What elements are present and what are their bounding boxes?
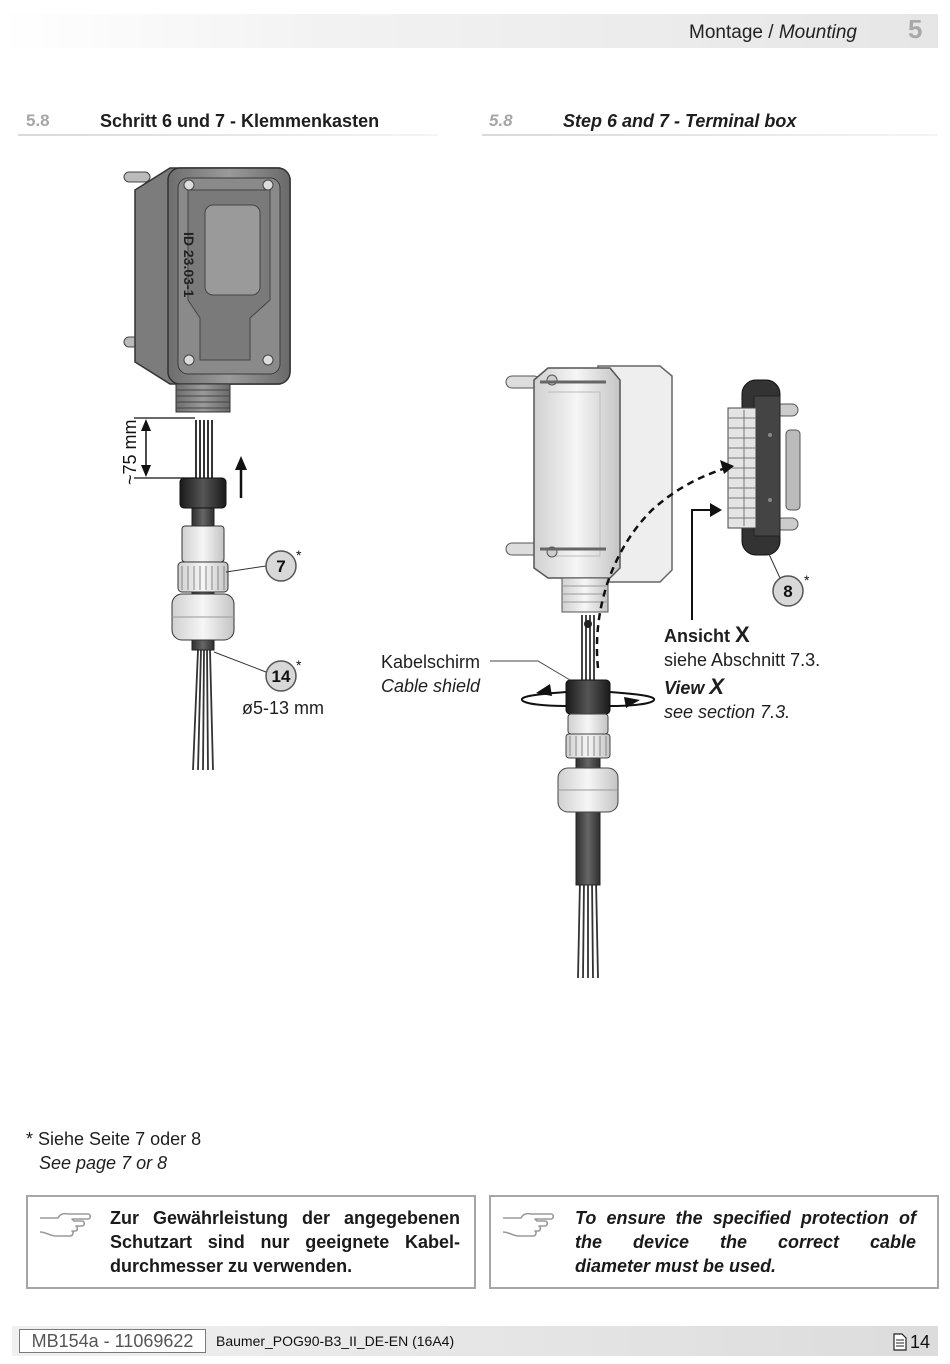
callout-7: 7 * [225,547,302,582]
section-title-en: Step 6 and 7 - Terminal box [563,111,797,131]
strip-length-dimension: ~75 mm [120,417,195,485]
cable-shield-label-en: Cable shield [381,676,481,696]
note-text-en: To ensure the specified protection of th… [575,1206,916,1278]
shield-leader-line [490,660,571,681]
callout-7-label: 7 [276,557,285,576]
note-en-line-2: the device the correct cable [575,1232,916,1252]
footnote-en: See page 7 or 8 [39,1153,168,1173]
callout-14-label: 14 [272,667,291,686]
pointing-hand-icon [39,1212,92,1237]
note-box-en [489,1195,939,1289]
diameter-label: ø5-13 mm [242,698,325,718]
section-title-de: Schritt 6 und 7 - Klemmenkasten [100,111,380,131]
section-rule-de [18,134,438,136]
callout-14: 14 * [213,651,302,692]
note-en-line-1: To ensure the specified protection of [575,1208,916,1228]
cable-assembly-right [521,615,655,979]
direction-arrow-icon [235,456,247,498]
terminal-strip-view [727,379,801,556]
cable-shield-label-de: Kabelschirm [381,652,481,672]
section-rule-en [482,134,938,136]
terminal-housing-right [505,365,673,613]
document-id: MB154a - 11069622 [19,1329,206,1353]
note-de-line-1: Zur Gewährleistung der angegebenen [110,1208,460,1228]
terminal-housing-left: ID 23.03-1 [123,167,291,413]
view-x-label-de: Ansicht X [664,622,750,647]
view-x-pointer [691,509,712,620]
terminal-box-illustration: ID 23.03-1 ~75 mm 7 * 14 * [120,167,810,979]
callout-14-asterisk: * [296,657,302,673]
housing-marking: ID 23.03-1 [181,232,197,298]
document-name: Baumer_POG90-B3_II_DE-EN (16A4) [216,1333,455,1349]
header-title: Montage / Mounting [689,22,857,43]
view-x-label-en: View X [664,674,725,699]
note-de-line-2: Schutzart sind nur geeignete Kabel- [110,1232,460,1252]
note-text-de: Zur Gewährleistung der angegebenen Schut… [110,1206,460,1278]
cable-assembly-left [171,420,235,771]
header-bar [0,14,938,48]
note-de-line-3: durchmesser zu verwenden. [110,1256,353,1276]
callout-7-asterisk: * [296,547,302,563]
footnote-de: * Siehe Seite 7 oder 8 [26,1129,202,1149]
section-number-de: 5.8 [26,111,50,130]
view-arrow-dashed [595,466,727,669]
page-number: 14 [910,1332,931,1352]
view-x-reference-de: siehe Abschnitt 7.3. [664,650,821,670]
callout-8-asterisk: * [804,572,810,588]
strip-length-label: ~75 mm [120,419,140,485]
callout-8: 8 * [767,551,810,607]
chapter-number: 5 [908,14,923,44]
section-number-en: 5.8 [489,111,513,130]
note-en-line-3: diameter must be used. [575,1256,777,1276]
callout-8-label: 8 [783,582,792,601]
view-x-reference-en: see section 7.3. [664,702,791,722]
document-icon [893,1333,907,1351]
pointing-hand-icon [502,1212,555,1237]
note-box-de [26,1195,476,1289]
